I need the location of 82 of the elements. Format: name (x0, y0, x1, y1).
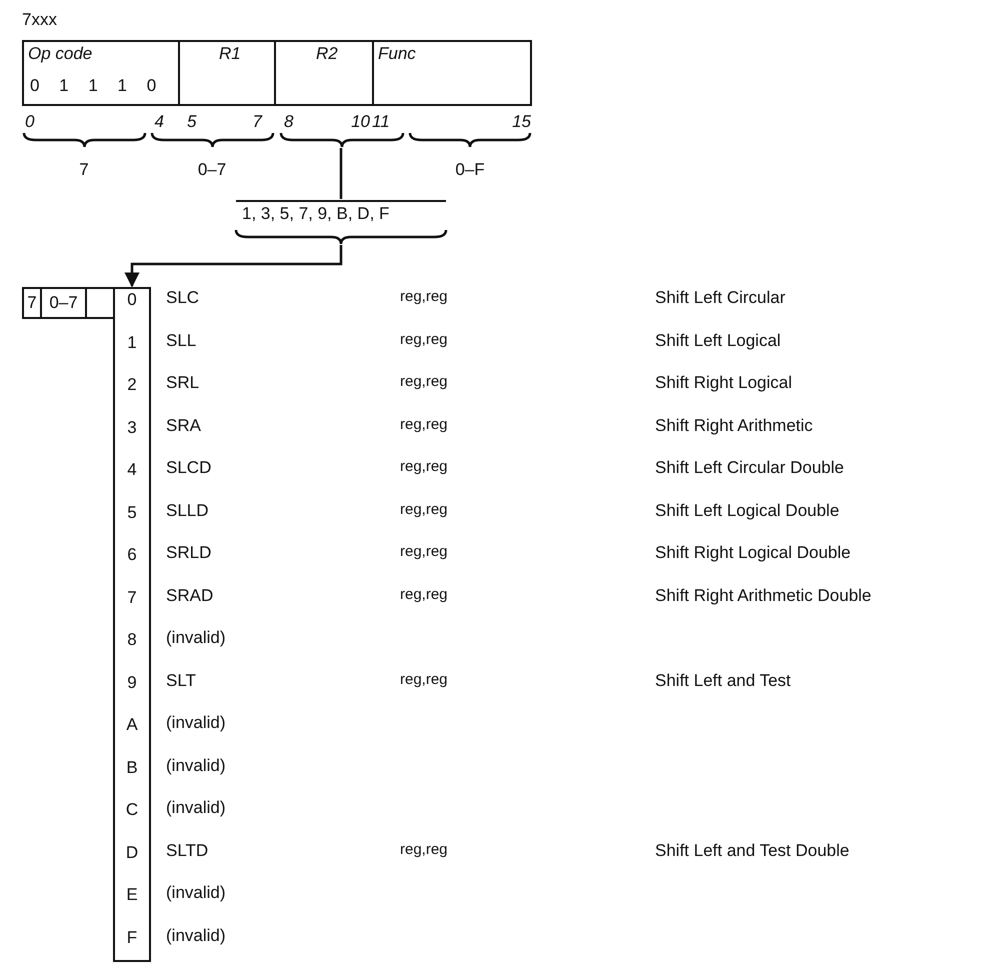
operand-format: reg,reg (400, 373, 448, 390)
bit-number: 11 (372, 112, 390, 132)
description: Shift Left and Test Double (655, 840, 850, 860)
function-code: 8 (127, 630, 137, 650)
bit-number: 5 (187, 112, 196, 132)
description: Shift Right Logical Double (655, 543, 851, 563)
description: Shift Left Logical Double (655, 500, 840, 520)
connector-line (340, 148, 342, 199)
operand-format: reg,reg (400, 543, 448, 560)
operand-format: reg,reg (400, 288, 448, 305)
mnemonic: SRA (166, 416, 201, 436)
field-value: 0–F (455, 160, 485, 180)
value-list-text: 1, 3, 5, 7, 9, B, D, F (242, 204, 390, 224)
function-code: A (126, 715, 138, 735)
register-range-cell (40, 287, 87, 319)
mnemonic: SRAD (166, 586, 214, 606)
description: Shift Right Arithmetic Double (655, 586, 872, 606)
cell-value: 0–7 (49, 293, 78, 313)
function-code: C (126, 800, 138, 820)
cell-value: 7 (27, 293, 37, 313)
operand-format: reg,reg (400, 416, 448, 432)
mnemonic: SRL (166, 373, 200, 393)
function-code: 5 (127, 502, 137, 522)
function-code: 3 (127, 418, 137, 438)
function-code: 4 (127, 460, 137, 480)
field-name: Func (378, 44, 416, 64)
function-code: 7 (127, 588, 137, 608)
bit-values: 0 1 1 1 0 (30, 76, 156, 96)
function-code: 6 (127, 545, 137, 565)
field-value: 7 (79, 160, 89, 180)
mnemonic: SLLD (166, 500, 209, 520)
register-field (178, 40, 276, 106)
operand-format: reg,reg (400, 500, 448, 518)
mnemonic: SLL (166, 330, 196, 350)
invalid-note: (invalid) (166, 713, 226, 733)
field-name: Op code (28, 44, 92, 64)
bit-number: 0 (25, 112, 34, 132)
function-code-column (113, 287, 151, 962)
description: Shift Left Logical (655, 330, 781, 350)
invalid-note: (invalid) (166, 883, 226, 903)
function-code: 0 (127, 290, 137, 310)
function-code: D (126, 842, 138, 862)
function-code: 1 (127, 332, 137, 352)
function-code: 2 (127, 375, 137, 395)
bit-number: 4 (154, 112, 164, 132)
connector-line (124, 245, 342, 288)
invalid-note: (invalid) (166, 926, 226, 946)
mnemonic: SLC (166, 288, 200, 308)
function-code: F (126, 928, 138, 948)
description: Shift Right Arithmetic (655, 416, 813, 436)
field-name: R2 (316, 44, 338, 64)
opcode-cell (22, 287, 42, 319)
mnemonic: SRLD (166, 543, 212, 563)
description: Shift Right Logical (655, 373, 792, 393)
register-field (274, 40, 374, 106)
invalid-note: (invalid) (166, 628, 226, 648)
bit-number: 8 (284, 112, 294, 132)
mnemonic: SLCD (166, 458, 212, 478)
opcode-field (22, 40, 180, 106)
operand-format: reg,reg (400, 840, 448, 858)
operand-format: reg,reg (400, 670, 448, 688)
invalid-note: (invalid) (166, 756, 226, 776)
function-code: B (126, 758, 138, 778)
bit-number: 15 (512, 112, 531, 132)
function-code: 9 (127, 672, 137, 692)
description: Shift Left Circular (655, 288, 786, 308)
description: Shift Left and Test (655, 670, 791, 690)
bit-number: 10 (351, 112, 370, 132)
format-title: 7xxx (22, 10, 57, 30)
description: Shift Left Circular Double (655, 458, 844, 478)
function-field (372, 40, 532, 106)
operand-format: reg,reg (400, 330, 448, 348)
bit-number: 7 (252, 112, 262, 132)
operand-format: reg,reg (400, 458, 448, 475)
invalid-note: (invalid) (166, 798, 226, 818)
function-code: E (126, 885, 138, 905)
field-value: 0–7 (198, 160, 226, 180)
mnemonic: SLTD (166, 840, 208, 860)
mnemonic: SLT (166, 670, 196, 690)
operand-format: reg,reg (400, 586, 448, 602)
empty-cell (85, 287, 115, 319)
field-name: R1 (219, 44, 241, 64)
